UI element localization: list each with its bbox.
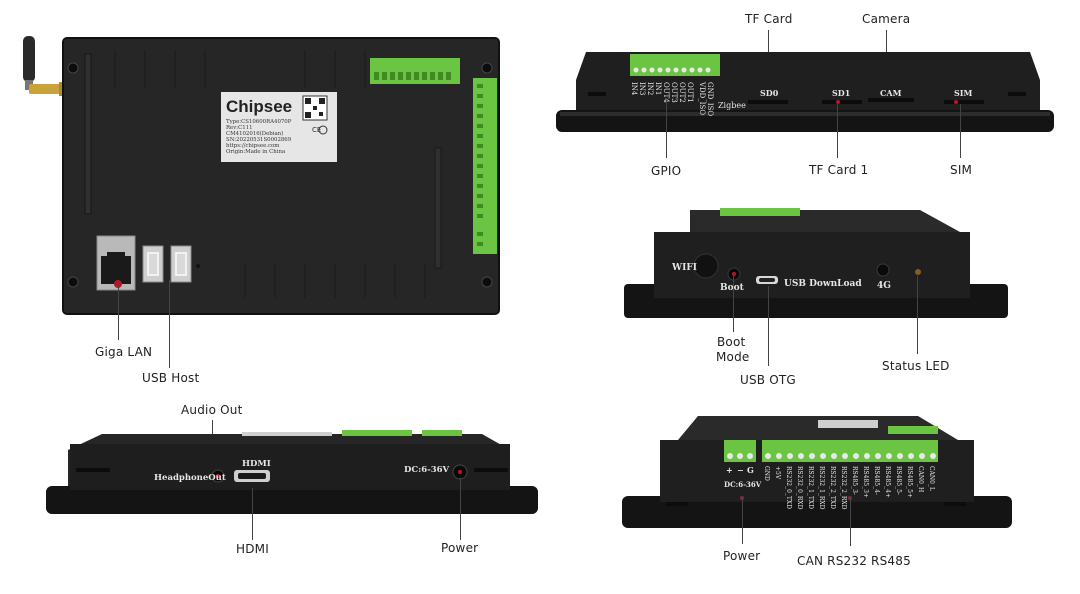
silk-wifi: WIFI [671, 263, 697, 273]
4g-antenna-connector-icon [876, 263, 890, 277]
back-view: CE Chipsee Type:CS10600RA4070P Rev:C111 … [15, 28, 510, 328]
mount-screws [67, 62, 493, 288]
silk-serial-pin: +5V [774, 466, 781, 480]
wifi-antenna-connector-icon [693, 253, 719, 279]
callout-usb-host: USB Host [142, 371, 200, 385]
callout-sim: SIM [950, 163, 973, 177]
bottom-edge-drawing: HeadphoneOut HDMI DC:6-36V [46, 430, 538, 514]
side-view-drawing: WIFI Boot USB DownLoad 4G [624, 208, 1008, 318]
side-view: WIFI Boot USB DownLoad 4G [620, 204, 1014, 322]
callout-power-terminal: Power [723, 549, 761, 563]
usb-port-icon [170, 245, 192, 283]
label-line: https://chipsee.com [226, 143, 279, 149]
silk-serial-pin: RS485_3+ [862, 466, 869, 498]
top-edge-view: IN4 IN3 IN2 IN1 OUT4 OUT3 OUT2 OUT1 VDD_… [552, 44, 1062, 140]
silk-sd0: SD0 [760, 88, 779, 98]
status-led-icon [915, 269, 921, 275]
label-line: SN:20220531S0002869 [226, 137, 292, 143]
silk-power-sign: − [737, 465, 744, 475]
silk-serial-pin: RS232_0_RXD [796, 466, 803, 510]
svg-text:CE: CE [312, 126, 321, 134]
silk-gpio-pin: IN3 [638, 82, 646, 95]
product-label: CE [221, 92, 337, 162]
tf-card-slot-0 [748, 100, 788, 104]
callout-gpio: GPIO [651, 164, 682, 178]
callout-boot-mode-line2: Mode [716, 350, 750, 364]
silk-power-sign: G [747, 465, 754, 475]
top-edge-drawing: IN4 IN3 IN2 IN1 OUT4 OUT3 OUT2 OUT1 VDD_… [556, 52, 1054, 132]
silk-gpio-pin: IN2 [646, 82, 654, 95]
gpio-terminal-block [630, 54, 720, 76]
silk-serial-pin: CAN0_H [917, 466, 924, 492]
silk-gpio-pin: GND_ISO [706, 82, 714, 116]
silk-sd1: SD1 [832, 88, 850, 98]
silk-gpio-pin: OUT2 [678, 82, 686, 103]
silk-headphone-out: HeadphoneOut [154, 473, 226, 483]
silk-serial-pin: RS485_5+ [906, 466, 913, 498]
power-terminal-block [724, 440, 756, 462]
callout-power: Power [441, 541, 479, 555]
silk-4g: 4G [877, 281, 891, 291]
silk-serial-pin: RS232_2_RXD [840, 466, 847, 510]
callout-hdmi: HDMI [236, 542, 269, 556]
silk-gpio-pin: OUT4 [662, 82, 670, 103]
label-line: Rev:C111 [226, 125, 253, 131]
label-line: Origin:Made in China [226, 149, 286, 155]
callout-audio-out: Audio Out [181, 403, 243, 417]
rear-housing [63, 38, 499, 314]
callout-tf-card: TF Card [745, 12, 793, 26]
silk-serial-pin: RS232_2_TXD [829, 466, 836, 509]
callout-giga-lan: Giga LAN [95, 345, 153, 359]
silk-gpio-pin: IN1 [654, 82, 662, 95]
terminal-view-drawing: + − G DC:6-36V GND +5V RS232_0_TXD RS232… [622, 416, 1012, 528]
label-line: Type:CS10600RA4070P [226, 119, 292, 125]
silk-dc: DC:6-36V [724, 480, 762, 489]
serial-terminal-block [762, 440, 938, 462]
silk-serial-pin: RS485_3- [851, 466, 858, 495]
silk-zigbee: Zigbee [718, 101, 746, 110]
bottom-edge-view: HeadphoneOut HDMI DC:6-36V [42, 424, 542, 520]
callout-tf-card-1: TF Card 1 [809, 163, 869, 177]
callout-usb-otg: USB OTG [740, 373, 796, 387]
silk-cam: CAM [880, 88, 902, 98]
callout-status-led: Status LED [882, 359, 950, 373]
silk-hdmi: HDMI [242, 459, 271, 469]
silk-boot: Boot [720, 283, 745, 293]
brand-name: Chipsee [226, 97, 292, 116]
back-view-drawing: CE Chipsee Type:CS10600RA4070P Rev:C111 … [23, 36, 500, 315]
silk-serial-pin: GND [763, 466, 770, 481]
silk-serial-pin: RS485_4+ [884, 466, 891, 498]
silk-sim: SIM [954, 88, 973, 98]
silk-serial-pin: CAN0_L [928, 466, 935, 491]
silk-serial-pin: RS485_5- [895, 466, 902, 495]
label-line: CM4102016(Debian) [226, 130, 283, 137]
ethernet-port-icon [96, 235, 136, 291]
silk-gpio-pin: OUT3 [670, 82, 678, 103]
callout-boot-mode-line1: Boot [717, 335, 746, 349]
terminal-view: + − G DC:6-36V GND +5V RS232_0_TXD RS232… [618, 410, 1016, 532]
silk-dc: DC:6-36V [404, 465, 450, 475]
heatsink-fins [84, 53, 442, 269]
silk-serial-pin: RS485_4- [873, 466, 880, 495]
callout-can-rs232-rs485: CAN RS232 RS485 [797, 554, 911, 568]
usb-port-icon [142, 245, 164, 283]
silk-usb-download: USB DownLoad [784, 279, 862, 289]
silk-gpio-pin: OUT1 [686, 82, 694, 103]
tf-card-slot-1 [822, 100, 862, 104]
silk-serial-pin: RS232_0_TXD [785, 466, 792, 509]
camera-connector [868, 98, 914, 102]
silk-serial-pin: RS232_1_TXD [807, 466, 814, 509]
wifi-antenna-icon [23, 36, 67, 96]
sim-card-slot [944, 100, 984, 104]
silk-gpio-pin: IN4 [630, 82, 638, 96]
serial-terminal-block [473, 78, 497, 254]
gpio-terminal-block [370, 58, 460, 84]
silk-power-sign: + [726, 465, 733, 475]
silk-gpio-pin: VDD_ISO [698, 81, 706, 115]
silk-serial-pin: RS232_1_RXD [818, 466, 825, 510]
callout-camera: Camera [862, 12, 911, 26]
